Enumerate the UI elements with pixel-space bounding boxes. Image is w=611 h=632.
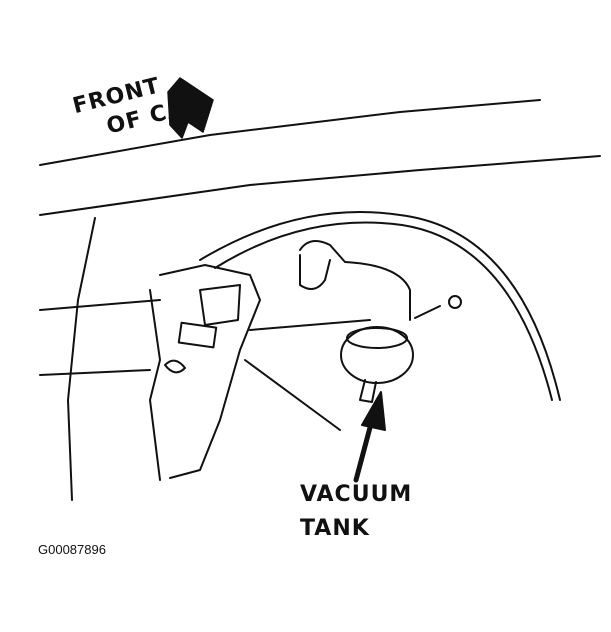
vacuum-label-line2: TANK xyxy=(300,516,370,541)
vacuum-hose-loop xyxy=(299,254,331,290)
door-line-lower xyxy=(39,369,151,376)
vacuum-pointer-head xyxy=(361,391,386,431)
bracket-mount xyxy=(199,284,241,326)
vacuum-hose xyxy=(299,240,411,321)
body-panel-edge xyxy=(67,217,96,501)
mount-pad xyxy=(177,321,218,349)
wheel-arch-inner xyxy=(214,221,553,401)
door-line-upper xyxy=(39,299,161,311)
vacuum-tank-nipple xyxy=(359,379,377,403)
vacuum-label-line1: VACUUM xyxy=(300,482,413,507)
mount-bolt xyxy=(448,295,462,309)
vacuum-tank xyxy=(340,326,414,384)
clip xyxy=(164,359,186,374)
support-rod xyxy=(249,319,371,331)
figure-id: G00087896 xyxy=(38,542,106,557)
front-arrow xyxy=(167,77,214,139)
support-rod-lower xyxy=(244,359,341,431)
fender-crease-line xyxy=(39,155,601,216)
wheel-arch xyxy=(199,211,561,401)
vacuum-tank-label: VACUUM TANK xyxy=(300,478,412,546)
fender-top-line xyxy=(39,99,541,166)
vacuum-tank-top xyxy=(346,327,408,349)
bracket-left xyxy=(149,289,161,481)
bolt-leader xyxy=(414,305,441,319)
vacuum-pointer-shaft xyxy=(353,417,375,483)
inner-panel xyxy=(159,264,261,479)
